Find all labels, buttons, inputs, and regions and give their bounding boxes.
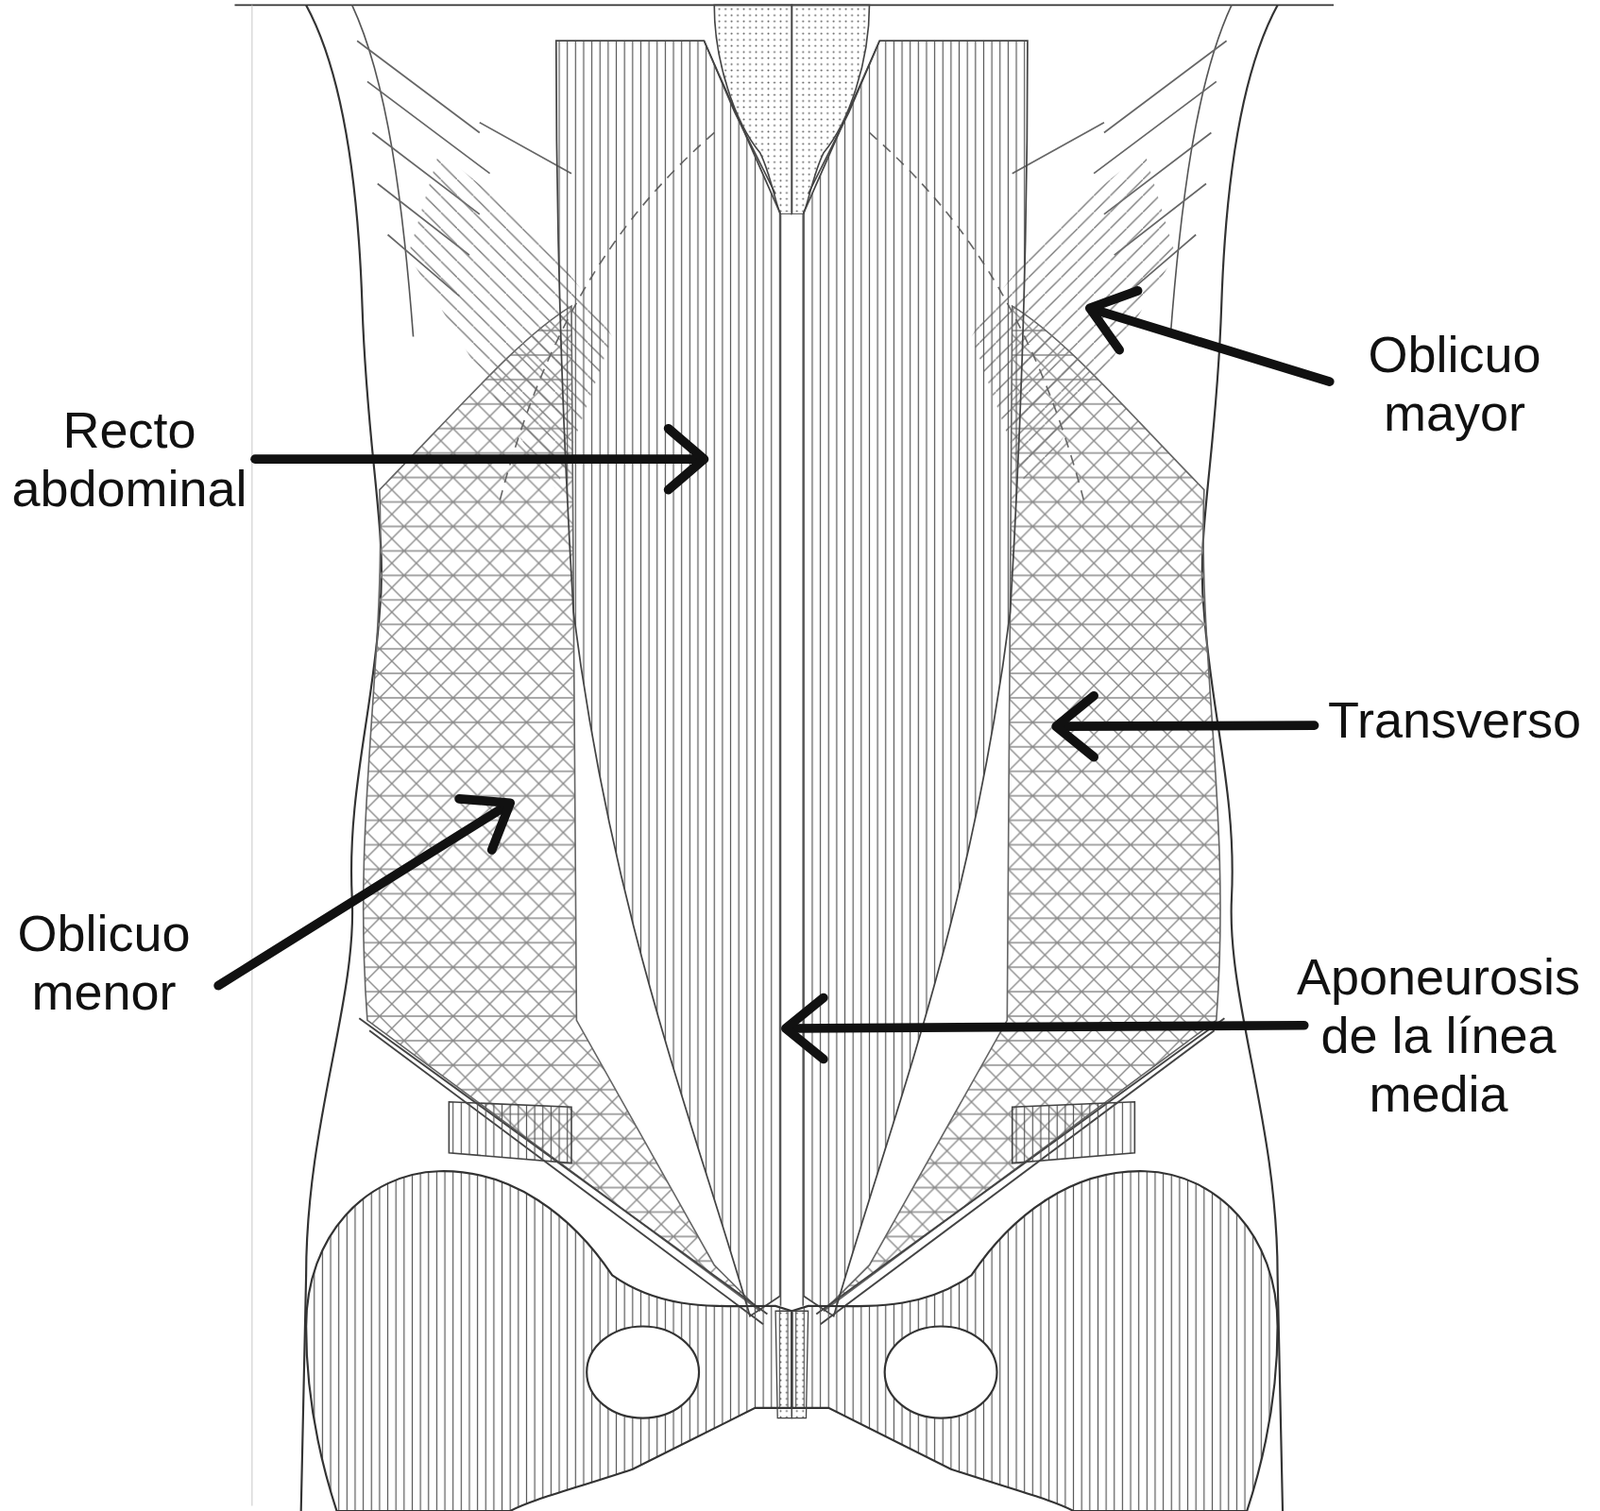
part-label: Aponeurosis de la línea media: [1287, 947, 1590, 1124]
part-label: Recto abdominal: [1, 400, 257, 518]
arrowhead: [459, 799, 511, 851]
leader-arrows: [218, 290, 1330, 1060]
frame-left: [251, 4, 253, 1506]
arrowhead: [785, 998, 824, 1060]
right-half: [791, 4, 1283, 1511]
arrowhead: [1055, 696, 1094, 758]
part-label: Transverso: [1312, 690, 1597, 749]
leader-line: [1095, 309, 1329, 382]
arrowhead: [668, 428, 705, 491]
part-label: Oblicuo mayor: [1331, 324, 1578, 443]
part-label: Oblicuo menor: [1, 903, 206, 1022]
left-half: [301, 4, 793, 1511]
leader-line: [218, 807, 505, 987]
leader-line: [255, 454, 698, 464]
leader-line: [791, 1025, 1304, 1029]
arrowhead: [1089, 290, 1139, 351]
leader-line: [1062, 725, 1315, 727]
